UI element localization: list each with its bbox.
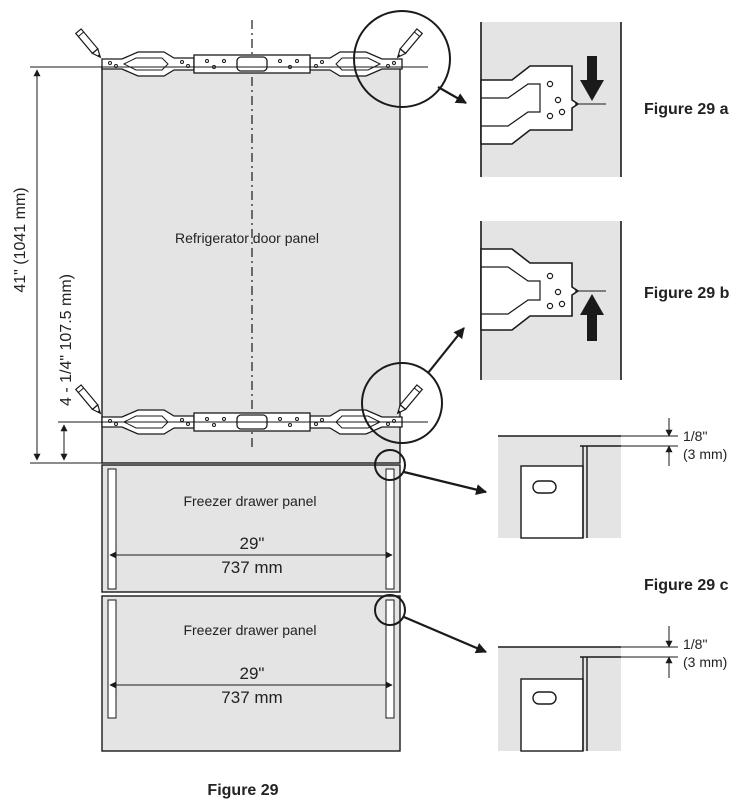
offset-dimension-label: 4 - 1/4" 107.5 mm) bbox=[58, 274, 75, 406]
detail-29c-1 bbox=[498, 418, 678, 539]
width-inches-label-2: 29" bbox=[240, 664, 265, 683]
figure-29c-label: Figure 29 c bbox=[644, 577, 729, 594]
pencil-icon bbox=[75, 384, 104, 417]
callout-circle-29c-2 bbox=[374, 594, 406, 626]
gap-inches-label-c1: 1/8" bbox=[683, 428, 707, 444]
arrow-down-icon bbox=[580, 56, 604, 101]
freezer-drawer-panel-2 bbox=[101, 595, 401, 752]
callout-circle-29c-1 bbox=[374, 449, 406, 481]
callout-arrow-29a bbox=[437, 86, 467, 104]
callout-arrow-29c-1 bbox=[403, 470, 488, 495]
gap-inches-label-c2: 1/8" bbox=[683, 636, 707, 652]
freezer-panel-2-label: Freezer drawer panel bbox=[183, 622, 316, 638]
drawer-2-left-rail bbox=[107, 599, 117, 719]
gap-mm-label-c1: (3 mm) bbox=[683, 446, 727, 462]
figure-29a-label: Figure 29 a bbox=[644, 101, 729, 118]
refrigerator-door-panel bbox=[101, 66, 401, 464]
gap-mm-label-c2: (3 mm) bbox=[683, 654, 727, 670]
callout-circle-29a bbox=[353, 10, 451, 108]
pencil-icon bbox=[394, 28, 423, 61]
width-mm-label-1: 737 mm bbox=[221, 558, 282, 577]
callout-arrow-29b bbox=[427, 327, 465, 374]
callout-arrow-29c-2 bbox=[403, 615, 488, 654]
drawer-1-left-rail bbox=[107, 468, 117, 590]
refrigerator-panel-label: Refrigerator door panel bbox=[175, 230, 319, 246]
top-hinge-bracket bbox=[102, 52, 402, 76]
freezer-drawer-panel-1 bbox=[101, 464, 401, 593]
detail-29b bbox=[480, 221, 622, 380]
height-dimension-label: 41" (1041 mm) bbox=[12, 187, 29, 292]
detail-29a bbox=[480, 22, 622, 177]
detail-29c-2 bbox=[498, 626, 678, 752]
drawer-1-right-rail bbox=[385, 468, 395, 590]
figure-29-caption: Figure 29 bbox=[207, 782, 278, 799]
width-inches-label-1: 29" bbox=[240, 534, 265, 553]
width-mm-label-2: 737 mm bbox=[221, 688, 282, 707]
freezer-panel-1-label: Freezer drawer panel bbox=[183, 493, 316, 509]
callout-circle-29b bbox=[361, 362, 443, 444]
drawer-2-right-rail bbox=[385, 599, 395, 719]
figure-29b-label: Figure 29 b bbox=[644, 285, 730, 302]
pencil-icon bbox=[75, 28, 104, 61]
arrow-up-icon bbox=[580, 294, 604, 341]
